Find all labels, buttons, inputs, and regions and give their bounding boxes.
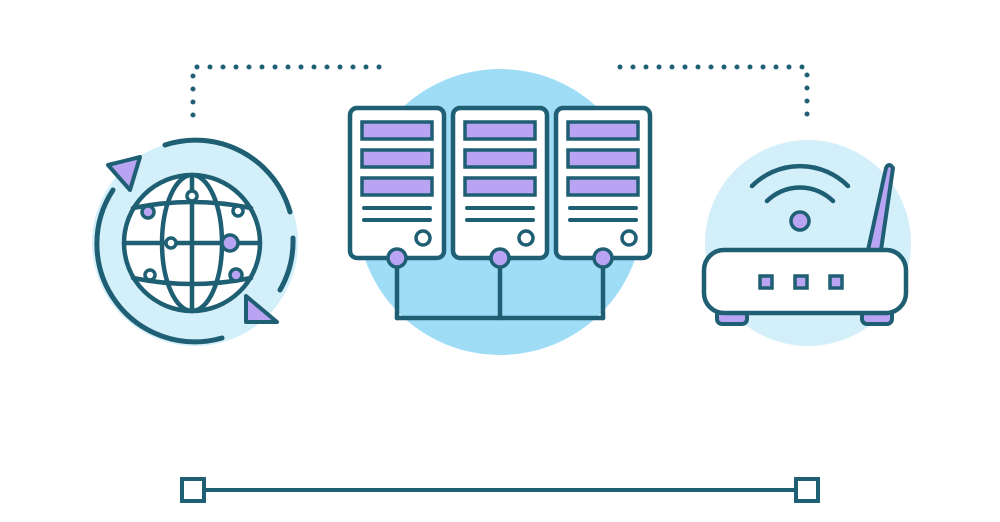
server-unit-3: [553, 105, 653, 269]
router-antenna: [866, 163, 895, 252]
router-light-1: [758, 274, 774, 290]
globe-nodes: [140, 189, 245, 283]
bottom-connector: [180, 477, 820, 503]
globe-sphere: [121, 172, 263, 314]
bottom-connector-start-handle: [180, 477, 206, 503]
router-light-3: [828, 274, 844, 290]
server-unit-1: [347, 105, 447, 269]
router-light-2: [793, 274, 809, 290]
server-unit-2: [450, 105, 550, 269]
arrow-head-bottom: [244, 294, 279, 324]
wifi-icon: [749, 163, 851, 232]
bottom-connector-end-handle: [794, 477, 820, 503]
dotted-connector-right: [617, 64, 810, 118]
globe-icon: [92, 137, 298, 346]
wifi-router-icon: [701, 140, 911, 346]
server-icon: [347, 69, 653, 355]
arrow-head-top: [106, 155, 142, 192]
refresh-arrows-icon: [94, 137, 296, 345]
